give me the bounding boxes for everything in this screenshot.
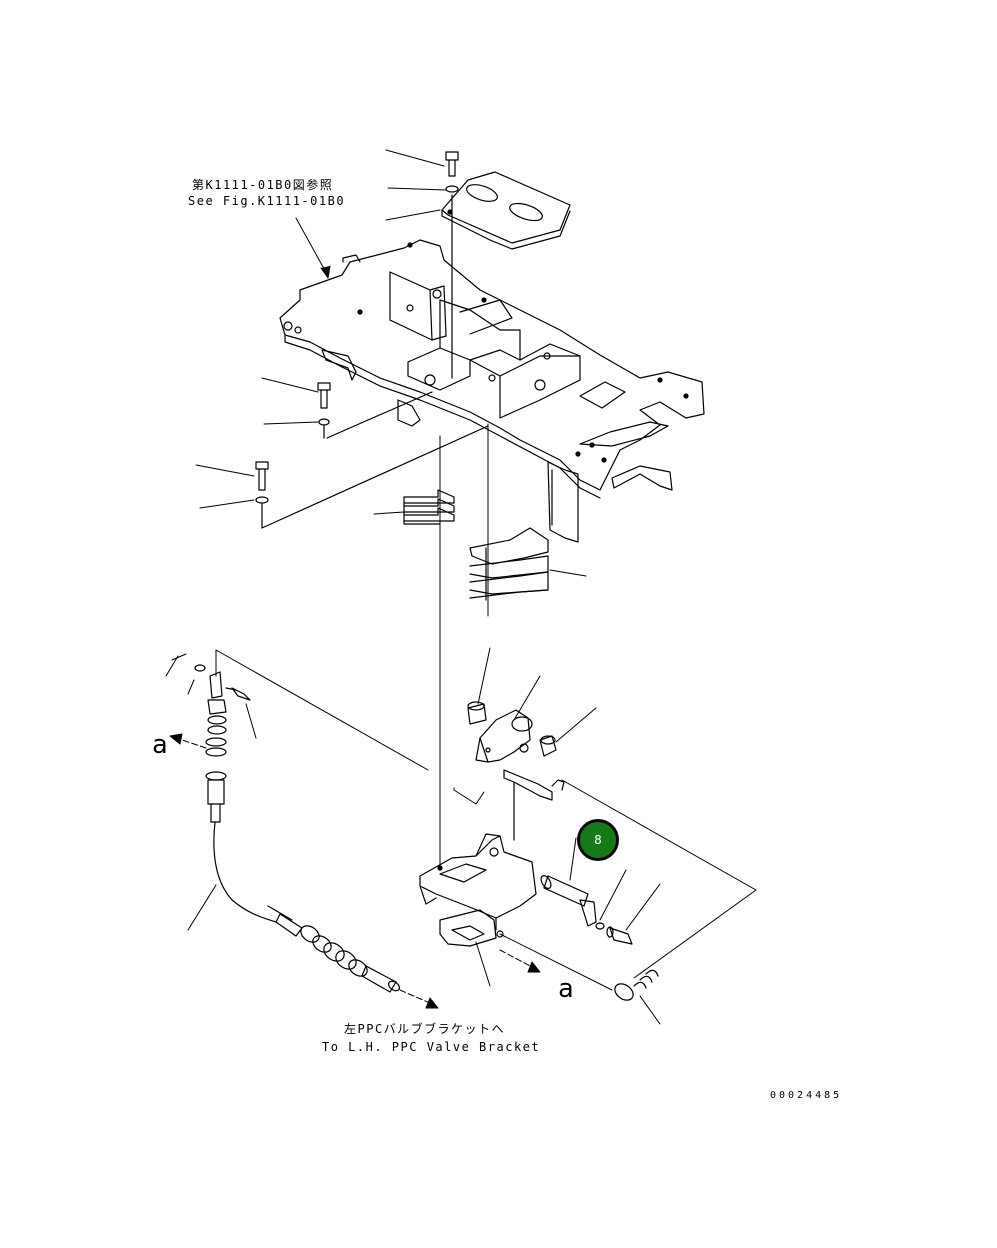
lever-pivot [467, 701, 565, 841]
flow-arrows [169, 733, 541, 1009]
shim-stack-right [469, 527, 549, 601]
item-number-badge[interactable]: 8 [577, 819, 619, 861]
cable-lower-end [267, 905, 401, 993]
cover-plate [441, 171, 571, 250]
lever-base [419, 833, 537, 947]
centre-guide-lines [439, 423, 515, 869]
callout-a-left: a [152, 730, 168, 760]
pin-washer-bolt [540, 875, 633, 945]
reference-label-en: See Fig.K1111-01B0 [188, 194, 346, 208]
destination-label-en: To L.H. PPC Valve Bracket [322, 1040, 541, 1054]
assembly-lines [165, 649, 757, 991]
reference-label-jp: 第K1111-01B0図参照 [192, 178, 334, 192]
top-bolt [445, 151, 459, 379]
leader-lines-upper [195, 149, 587, 577]
bolt-washer-pair-2 [255, 425, 489, 529]
shim-stack-left [403, 489, 455, 525]
cable-upper-end [194, 664, 277, 923]
destination-label-jp: 左PPCバルブブラケットへ [344, 1022, 506, 1036]
drawing-number: 00024485 [770, 1090, 843, 1101]
callout-a-right: a [558, 974, 574, 1004]
leader-lines-lower [475, 647, 661, 1025]
spring-clip [614, 969, 659, 1001]
bolt-washer-pair-1 [317, 382, 433, 439]
main-frame [279, 239, 705, 543]
